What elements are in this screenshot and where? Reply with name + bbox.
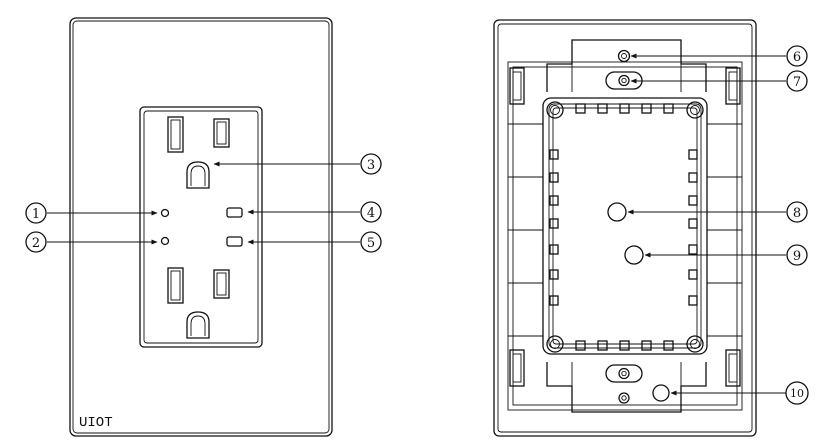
side-ribs (508, 123, 742, 337)
side-clips (509, 67, 741, 387)
front-wall-plate-inner (72, 20, 330, 434)
back-hole-8 (607, 202, 627, 222)
callout-circle-9 (786, 244, 808, 266)
callout-number-8: 8 (793, 206, 801, 221)
callout-number-7: 7 (793, 75, 801, 90)
callout-number-4: 4 (367, 206, 375, 221)
upper-ground-hole (186, 161, 210, 189)
back-view: 6 7 8 9 10 (493, 19, 809, 437)
upper-slot-right (213, 118, 230, 148)
back-wall-plate-inner (497, 23, 753, 433)
back-wall-plate (493, 19, 757, 437)
callout-circle-7 (786, 70, 808, 92)
callout-circle-2 (25, 231, 47, 253)
callout-circle-6 (786, 45, 808, 67)
lower-slot-right (213, 269, 230, 299)
callout-number-5: 5 (367, 236, 375, 251)
callout-circle-1 (25, 202, 47, 224)
receptacle-body (542, 97, 708, 355)
callout-number-1: 1 (32, 207, 40, 222)
indicator-dot-2 (160, 236, 170, 246)
callout-circle-4 (360, 201, 382, 223)
callout-circle-5 (360, 231, 382, 253)
callout-number-3: 3 (367, 158, 375, 173)
callout-number-2: 2 (32, 236, 40, 251)
upper-slot-left (167, 116, 184, 153)
lower-ground-hole (186, 311, 210, 339)
corner-bosses (546, 101, 704, 353)
mounting-strap-bottom (546, 362, 707, 413)
callout-circle-10 (785, 381, 809, 405)
receptacle-face (139, 106, 263, 348)
front-wall-plate (69, 17, 333, 437)
front-view: 1 2 3 4 5 UIOT (25, 17, 382, 437)
back-hole-9 (624, 245, 644, 265)
edge-tabs (549, 103, 698, 351)
brand-label: UIOT (79, 415, 113, 431)
callout-circle-8 (786, 201, 808, 223)
lower-outlet (167, 267, 230, 339)
callout-number-9: 9 (793, 249, 801, 264)
indicator-rect-5 (226, 236, 243, 247)
lower-slot-left (167, 267, 184, 304)
indicator-rect-4 (226, 207, 243, 218)
callout-circle-3 (360, 153, 382, 175)
upper-outlet (167, 116, 230, 189)
back-hole-10 (652, 384, 670, 402)
receptacle-face-inner (143, 110, 259, 344)
mounting-strap-top (546, 39, 707, 92)
callout-number-6: 6 (793, 50, 801, 65)
callout-number-10: 10 (790, 387, 804, 400)
indicator-dot-1 (160, 208, 170, 218)
